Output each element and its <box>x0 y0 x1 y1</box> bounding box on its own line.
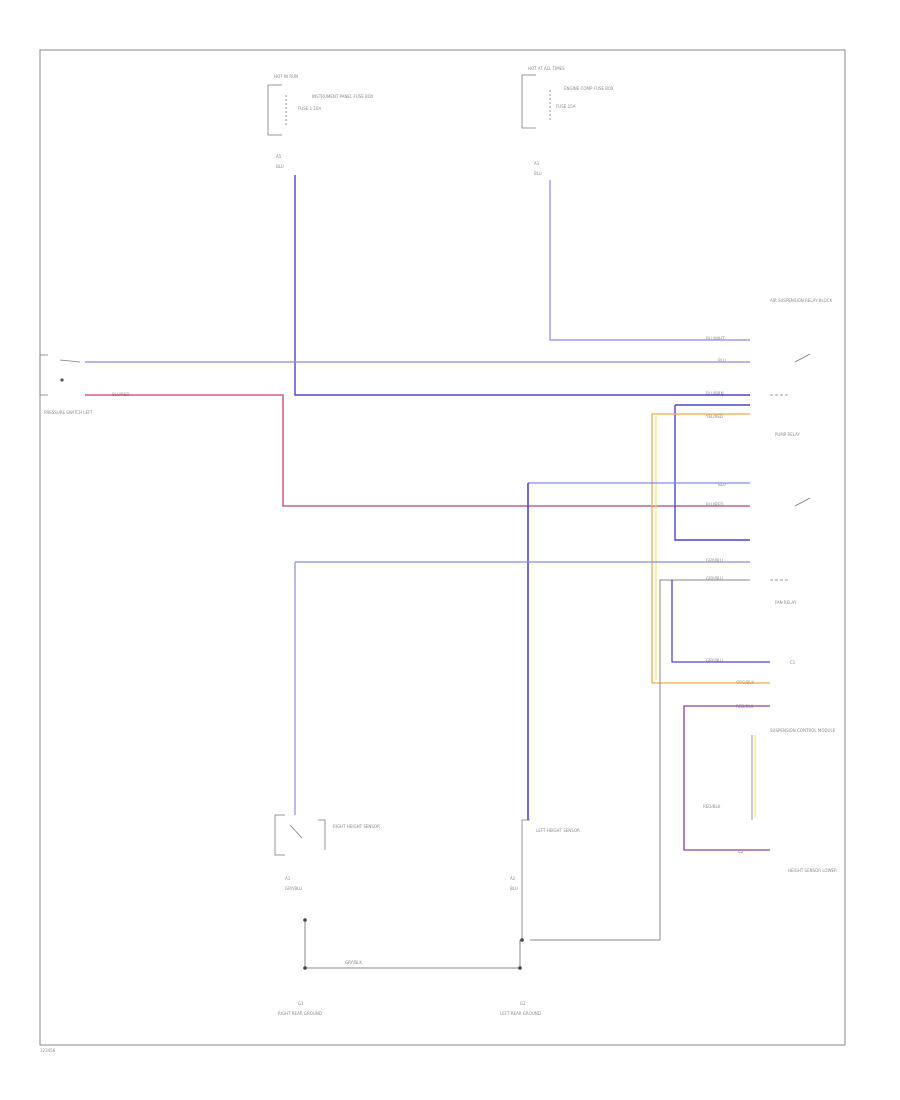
left-sensor-wire: BLU <box>510 886 518 891</box>
ground-left: G2 LEFT REAR GROUND <box>500 1001 541 1016</box>
relay-line-5: BLU <box>718 482 726 487</box>
ground-right: G1 RIGHT REAR GROUND <box>278 1001 322 1016</box>
wire-light-blue-long <box>294 561 750 815</box>
pressure-switch-left-label: PRESSURE SWITCH LEFT <box>44 410 93 415</box>
relay-block-title: AIR SUSPENSION RELAY BLOCK <box>770 298 833 303</box>
wire-violet-loop <box>683 705 770 851</box>
control-module-body: SUSPENSION CONTROL MODULE <box>770 728 836 733</box>
wire-light-blue-top <box>549 180 750 341</box>
fuse-box-right-wire: BLU <box>534 171 542 176</box>
fuse-box-right-body: ENGINE COMP FUSE BOX <box>564 86 614 91</box>
junction-dot <box>520 938 524 942</box>
fuse-box-left-body: INSTRUMENT PANEL FUSE BOX <box>312 94 374 99</box>
diagram-frame <box>39 49 846 1046</box>
wire-red-violet-run <box>85 394 750 507</box>
pressure-switch-left: PRESSURE SWITCH LEFT BLU/RED <box>39 354 129 415</box>
relay-block: AIR SUSPENSION RELAY BLOCK BLU/WHT BLU B… <box>705 298 833 605</box>
ground-left-pin: G2 <box>520 1001 526 1006</box>
relay-line-1: BLU/WHT <box>706 336 725 341</box>
relay-2-label: FAN RELAY <box>775 600 797 605</box>
right-sensor-body: RIGHT HEIGHT SENSOR <box>333 824 380 829</box>
control-module: C1 GRY/BLU ORG/BLK RED/BLK SUSPENSION CO… <box>703 658 837 873</box>
fuse-box-right-pin: A1 <box>534 161 540 166</box>
ground-right-label: RIGHT REAR GROUND <box>278 1011 322 1016</box>
right-height-sensor: RIGHT HEIGHT SENSOR A1 GRY/BLU <box>274 814 380 891</box>
wires <box>85 175 770 970</box>
ground-right-pin: G1 <box>298 1001 304 1006</box>
wire-gray-run <box>530 579 750 941</box>
left-sensor-body: LEFT HEIGHT SENSOR <box>536 828 580 833</box>
wire-blue-main <box>294 175 750 396</box>
ground-wire-label: GRY/BLK <box>345 960 362 965</box>
fuse-box-right-fuse: FUSE 15A <box>556 104 576 109</box>
fuse-box-left-title: HOT IN RUN <box>274 74 298 79</box>
lower-right-wire: RED/BLK <box>703 804 721 809</box>
relay-line-7: GRY/BLU <box>706 558 723 563</box>
lower-right-body: HEIGHT SENSOR LOWER <box>788 868 837 873</box>
left-sensor-pin: A2 <box>510 876 516 881</box>
wire-blue-riser <box>674 405 750 541</box>
fuse-box-right-title: HOT AT ALL TIMES <box>528 66 565 71</box>
left-height-sensor: LEFT HEIGHT SENSOR A2 BLU <box>510 819 580 940</box>
fuse-box-left: HOT IN RUN INSTRUMENT PANEL FUSE BOX FUS… <box>267 74 374 169</box>
lower-right-connector: C2 <box>738 849 744 854</box>
right-sensor-wire: GRY/BLU <box>285 886 302 891</box>
right-sensor-pin: A1 <box>285 876 291 881</box>
fuse-box-left-fuse: FUSE 1 10A <box>298 106 321 111</box>
junction-dot <box>303 966 307 970</box>
fuse-box-left-pin: A5 <box>276 154 282 159</box>
relay-line-2: BLU <box>718 358 726 363</box>
relay-line-4: YEL/RED <box>705 414 723 419</box>
ground-left-label: LEFT REAR GROUND <box>500 1011 541 1016</box>
control-module-connector: C1 <box>790 660 796 665</box>
junction-dot <box>303 918 307 922</box>
wire-blue-lower <box>671 580 770 663</box>
relay-line-6: BLU/RED <box>706 502 723 507</box>
diagram-code: 123456 <box>40 1048 56 1053</box>
relay-line-8: GRY/BLU <box>706 576 723 581</box>
fuse-box-left-wire: BLU <box>276 164 284 169</box>
fuse-box-right: HOT AT ALL TIMES ENGINE COMP FUSE BOX FU… <box>521 66 614 176</box>
junction-dot <box>518 966 522 970</box>
control-module-line-1: GRY/BLU <box>706 658 723 663</box>
relay-1-label: PUMP RELAY <box>775 432 801 437</box>
relay-line-3: BLU/BRN <box>706 391 724 396</box>
wire-orange-run <box>651 413 770 684</box>
